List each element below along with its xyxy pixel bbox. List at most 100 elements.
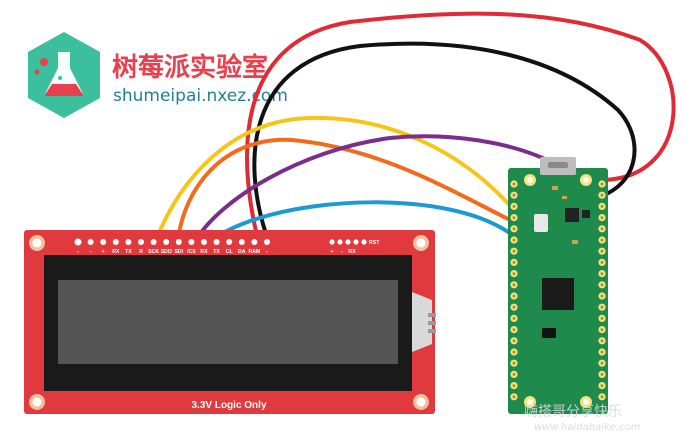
lcd-screen <box>58 280 398 364</box>
pico-pin-hole <box>600 305 604 309</box>
wire-black <box>252 41 637 242</box>
lcd-mounting-holes <box>29 235 429 410</box>
lcd-pin <box>175 239 182 245</box>
lcd-pin-label: + <box>102 249 105 255</box>
pico-pin-hole <box>600 384 604 387</box>
pico-pin-hole <box>512 361 516 365</box>
pico-pin-hole <box>512 395 516 399</box>
lcd-pin <box>264 239 270 245</box>
pico-pin-hole <box>600 238 604 242</box>
pico-pin-hole <box>600 361 604 365</box>
watermark-text: 嗨搭哥分享快乐 <box>524 403 622 420</box>
pico-pin-hole <box>600 328 604 331</box>
pico-pin-hole <box>600 272 604 275</box>
pico-pin-hole <box>512 350 516 354</box>
pico-pin-hole <box>600 283 604 287</box>
lcd-pin <box>125 239 132 245</box>
rp2040-chip <box>542 278 574 310</box>
usb-port <box>548 162 568 168</box>
pico-pin-hole <box>600 205 604 208</box>
wire-red <box>245 11 676 242</box>
lcd-pin <box>150 239 157 245</box>
lcd-right-pin-label: + <box>330 249 333 255</box>
pico-pin-hole <box>512 283 516 287</box>
lcd-pin <box>213 239 220 245</box>
pico-pin-hole <box>512 238 516 242</box>
wire-yellow <box>154 115 516 242</box>
lcd-pin-label: TX <box>125 249 132 255</box>
logo-title: 树莓派实验室 <box>112 52 268 83</box>
pico-pin-hole <box>600 182 604 186</box>
pico-pin-hole <box>512 373 516 376</box>
lcd-pin <box>100 239 107 245</box>
pico-board <box>508 157 608 414</box>
lcd-pin-label: DA <box>238 249 246 255</box>
logo-url: shumeipai.nxez.com <box>113 86 288 106</box>
bootsel-button[interactable] <box>534 214 548 232</box>
pico-pin-hole <box>512 193 516 197</box>
lcd-pin <box>238 239 245 245</box>
pico-pin-hole <box>600 216 604 220</box>
lcd-pin <box>201 239 207 245</box>
lcd-pin <box>188 239 195 245</box>
pico-pin-hole <box>512 249 516 253</box>
pico-pin-hole <box>512 317 516 320</box>
lcd-pin <box>138 239 144 245</box>
pico-pin-hole <box>512 384 516 387</box>
pico-pin-hole <box>600 317 604 320</box>
lcd-pin <box>112 239 119 245</box>
lcd-side-connector <box>412 292 436 352</box>
lcd-pin-label: SDI <box>174 249 183 255</box>
pico-pin-hole <box>600 227 604 231</box>
lcd-right-pin-label: - <box>341 249 343 255</box>
pico-pin-hole <box>512 272 516 275</box>
lcd-right-pin <box>329 239 335 245</box>
lcd-pin <box>251 239 258 245</box>
wires <box>154 11 676 242</box>
pico-pin-hole <box>600 193 604 197</box>
lcd-right-pin <box>353 239 359 245</box>
lcd-reset-label: RST <box>369 240 380 246</box>
site-logo: 树莓派实验室 shumeipai.nxez.com <box>28 32 288 118</box>
lcd-pin <box>226 239 233 245</box>
lcd-pin <box>74 238 82 246</box>
lcd-right-pin <box>337 239 343 245</box>
lcd-pin-label: CL <box>226 249 234 255</box>
lcd-pin-label: - <box>77 249 79 255</box>
pico-pin-hole <box>600 339 604 343</box>
pico-pin-hole <box>512 182 516 186</box>
pico-pin-hole <box>512 205 516 208</box>
flash-chip <box>542 328 556 338</box>
lcd-right-header-pins: + -RX <box>329 239 367 255</box>
lcd-right-pin-label: RX <box>348 249 356 255</box>
watermark: 嗨搭哥分享快乐 www.haidabaike.com <box>524 403 641 433</box>
lcd-pin-label: - <box>90 249 92 255</box>
lcd-pin <box>163 239 170 245</box>
pico-pin-hole <box>512 339 516 343</box>
wire-blue <box>210 200 516 242</box>
lcd-pin-label: RX <box>200 249 208 255</box>
pico-pin-hole <box>512 216 516 220</box>
lcd-pin-label: R <box>139 249 143 255</box>
lcd-pin-label: RX <box>112 249 120 255</box>
pico-pin-hole <box>600 294 604 298</box>
lcd-pin-label: SCK <box>148 249 159 255</box>
pico-pin-hole <box>600 350 604 354</box>
lcd-right-pin <box>345 239 351 245</box>
pico-gpio-pins <box>510 180 606 401</box>
lcd-caption: 3.3V Logic Only <box>191 400 266 411</box>
pico-pin-hole <box>512 328 516 331</box>
lcd-pin-label: - <box>266 249 268 255</box>
wire-orange <box>176 137 516 242</box>
watermark-url: www.haidabaike.com <box>534 422 641 433</box>
pico-pin-hole <box>600 249 604 253</box>
pico-pin-hole <box>512 305 516 309</box>
lcd-pin-label: /CS <box>187 249 196 255</box>
pico-pin-hole <box>512 294 516 298</box>
lcd-pin-label: RAM <box>248 249 260 255</box>
pico-pin-hole <box>512 261 516 264</box>
lcd-pin <box>87 239 94 245</box>
